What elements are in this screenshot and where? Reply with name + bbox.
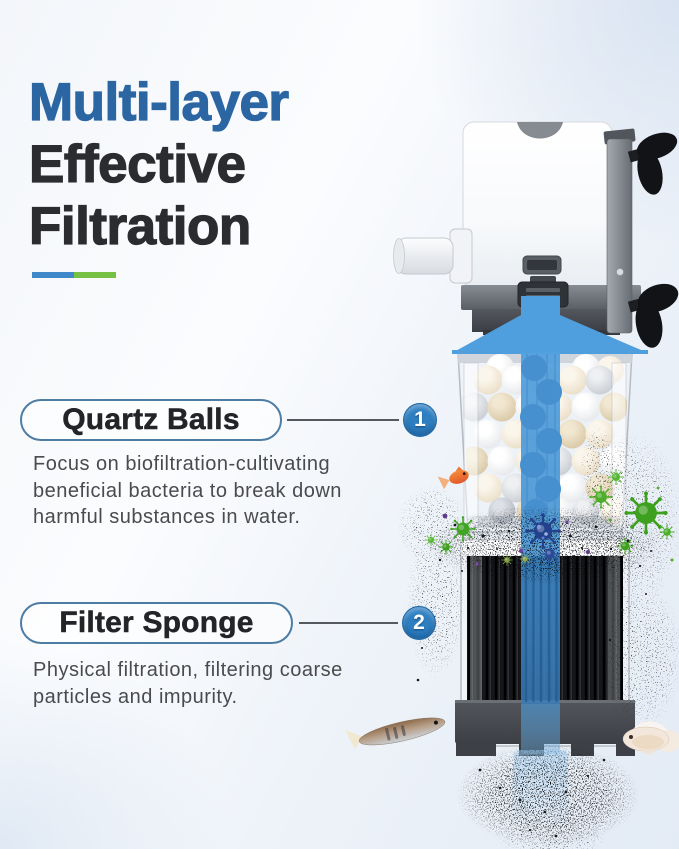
suction-cup	[627, 283, 679, 348]
callout-label: Filter Sponge	[59, 606, 254, 640]
callout-pill-filter-sponge: Filter Sponge	[20, 602, 293, 644]
outlet-pipe	[393, 228, 473, 284]
suction-cup	[627, 132, 678, 195]
description-line: beneficial bacteria to break down	[33, 479, 342, 502]
title-line-3: Filtration	[28, 196, 252, 256]
description-line: particles and impurity.	[33, 685, 238, 708]
germ-icon	[424, 533, 438, 547]
description-line: Focus on biofiltration-cultivating	[33, 453, 331, 475]
betta-image	[622, 721, 679, 755]
germ-icon	[616, 537, 634, 555]
step-number: 1	[414, 408, 426, 431]
accent-bar-green	[74, 272, 116, 278]
debris-particles	[397, 425, 679, 849]
mounting-bracket	[603, 128, 636, 334]
description-line: Physical filtration, filtering coarse	[33, 659, 343, 681]
title-line-1: Multi-layer	[28, 72, 289, 132]
callout-connector-line	[287, 419, 399, 421]
germ-icon	[438, 539, 454, 555]
title-line-2: Effective	[28, 134, 246, 194]
germ-icon-blue	[524, 512, 562, 550]
goldfish-image	[437, 466, 469, 490]
germ-icon	[659, 524, 675, 540]
title-accent-bar	[32, 272, 116, 278]
germ-icon	[588, 484, 614, 510]
germ-icons	[424, 468, 675, 566]
accent-bar-blue	[32, 272, 74, 278]
germ-icon	[519, 553, 531, 565]
step-number: 2	[413, 611, 425, 634]
callout-pill-quartz-balls: Quartz Balls	[20, 399, 282, 441]
germ-icon	[449, 515, 477, 543]
minnow-image	[345, 717, 446, 750]
callout-description-quartz-balls: Focus on biofiltration-cultivating benef…	[33, 451, 342, 531]
description-line: harmful substances in water.	[33, 506, 301, 528]
germ-icon	[623, 490, 669, 536]
germ-icon-blue	[540, 544, 560, 564]
germ-icon	[501, 554, 513, 566]
fish-images	[345, 466, 679, 755]
callout-connector-line	[299, 622, 398, 624]
page-title: Multi-layer Effective Filtration	[28, 72, 289, 258]
callout-label: Quartz Balls	[62, 403, 240, 437]
step-badge-2: 2	[402, 606, 436, 640]
callout-description-filter-sponge: Physical filtration, filtering coarse pa…	[33, 657, 343, 710]
pump-top-notch	[517, 122, 563, 139]
step-badge-1: 1	[403, 403, 437, 437]
germ-icon	[607, 468, 625, 486]
